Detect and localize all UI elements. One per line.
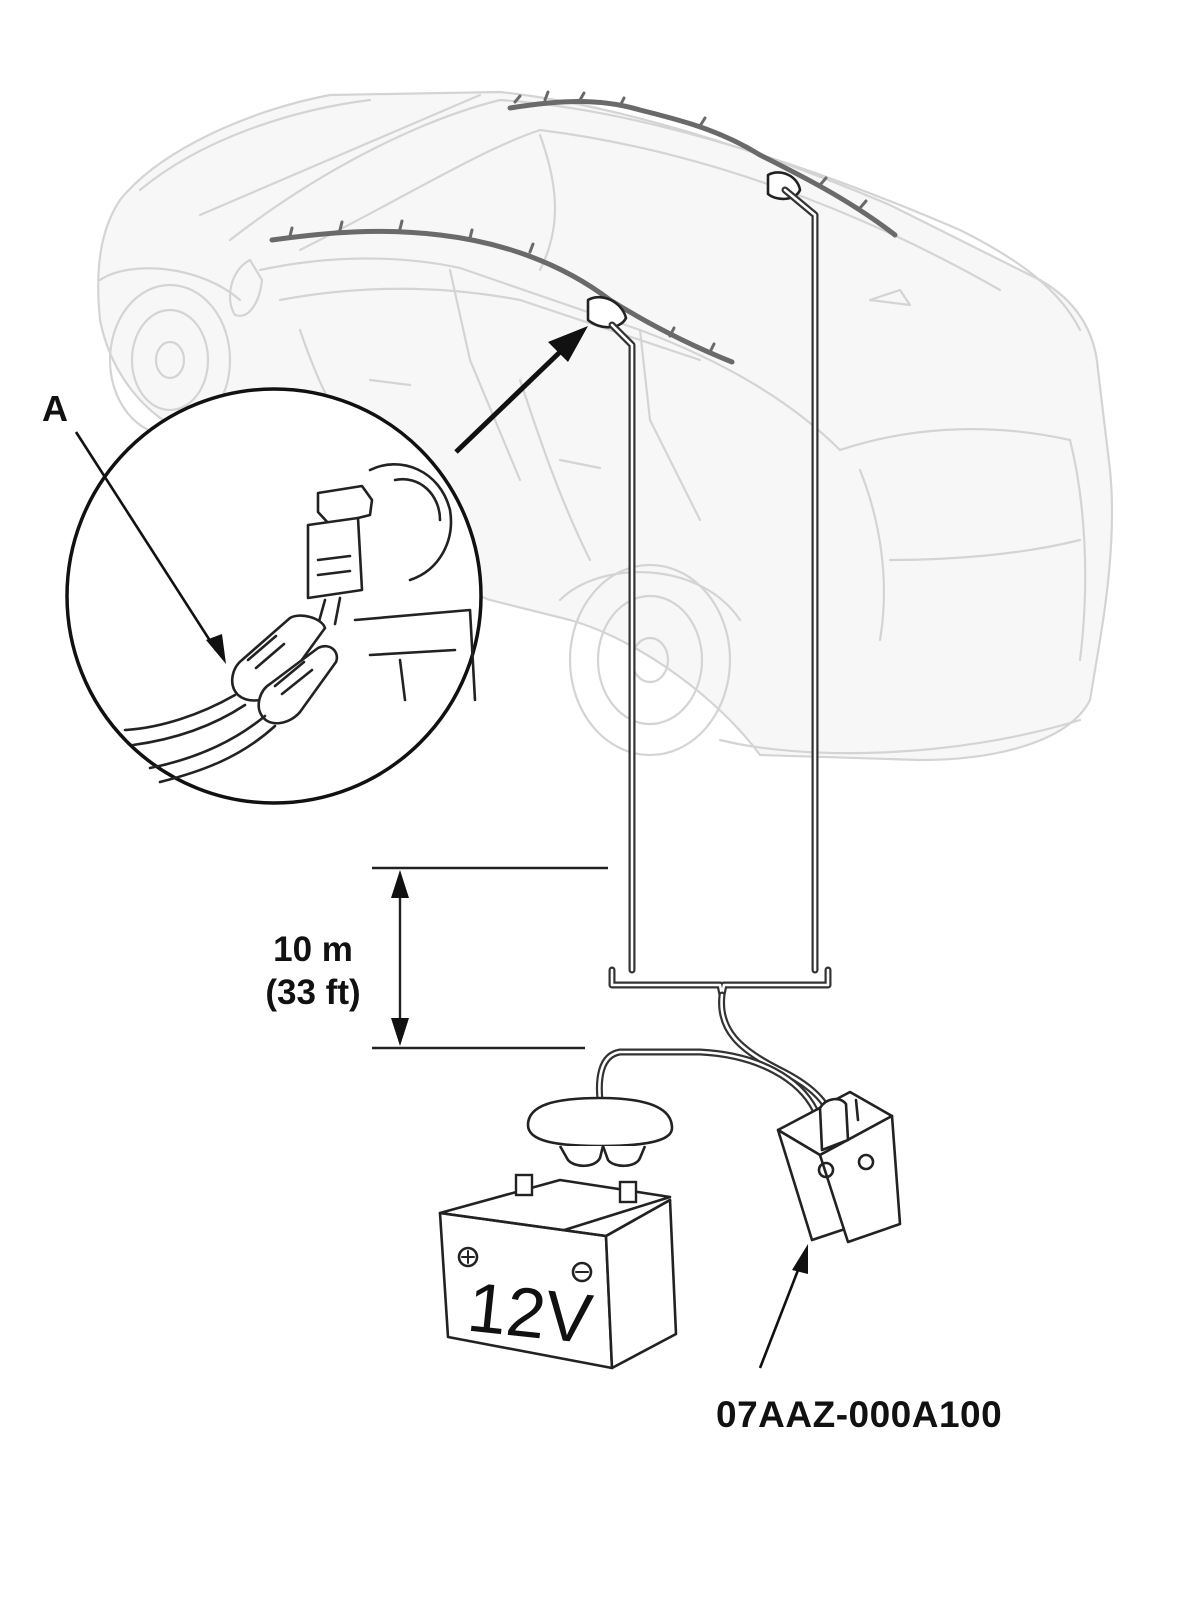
- tool-pointer-arrow: [758, 1244, 808, 1369]
- distance-imperial: (33 ft): [265, 973, 361, 1012]
- distance-metric: 10 m: [273, 930, 353, 969]
- deployment-wires: [595, 186, 834, 1119]
- connector-detail-inset: [65, 387, 483, 805]
- deployment-tool-box: [776, 1090, 902, 1244]
- detail-pointer-arrow: [454, 326, 588, 454]
- negative-terminal-icon: [571, 1261, 593, 1283]
- battery-12v: 12V: [438, 1173, 678, 1370]
- positive-terminal-icon: [457, 1246, 479, 1268]
- battery-clips: [526, 1096, 674, 1168]
- callout-a-label: A: [42, 388, 68, 429]
- curtain-airbag-modules: [269, 90, 898, 365]
- tool-part-number: 07AAZ-000A100: [716, 1394, 1003, 1435]
- distance-label: 10 m (33 ft): [238, 928, 388, 1014]
- distance-dimension: [372, 866, 608, 1050]
- callout-a-leader: [74, 431, 226, 664]
- battery-voltage-label: 12V: [464, 1268, 596, 1359]
